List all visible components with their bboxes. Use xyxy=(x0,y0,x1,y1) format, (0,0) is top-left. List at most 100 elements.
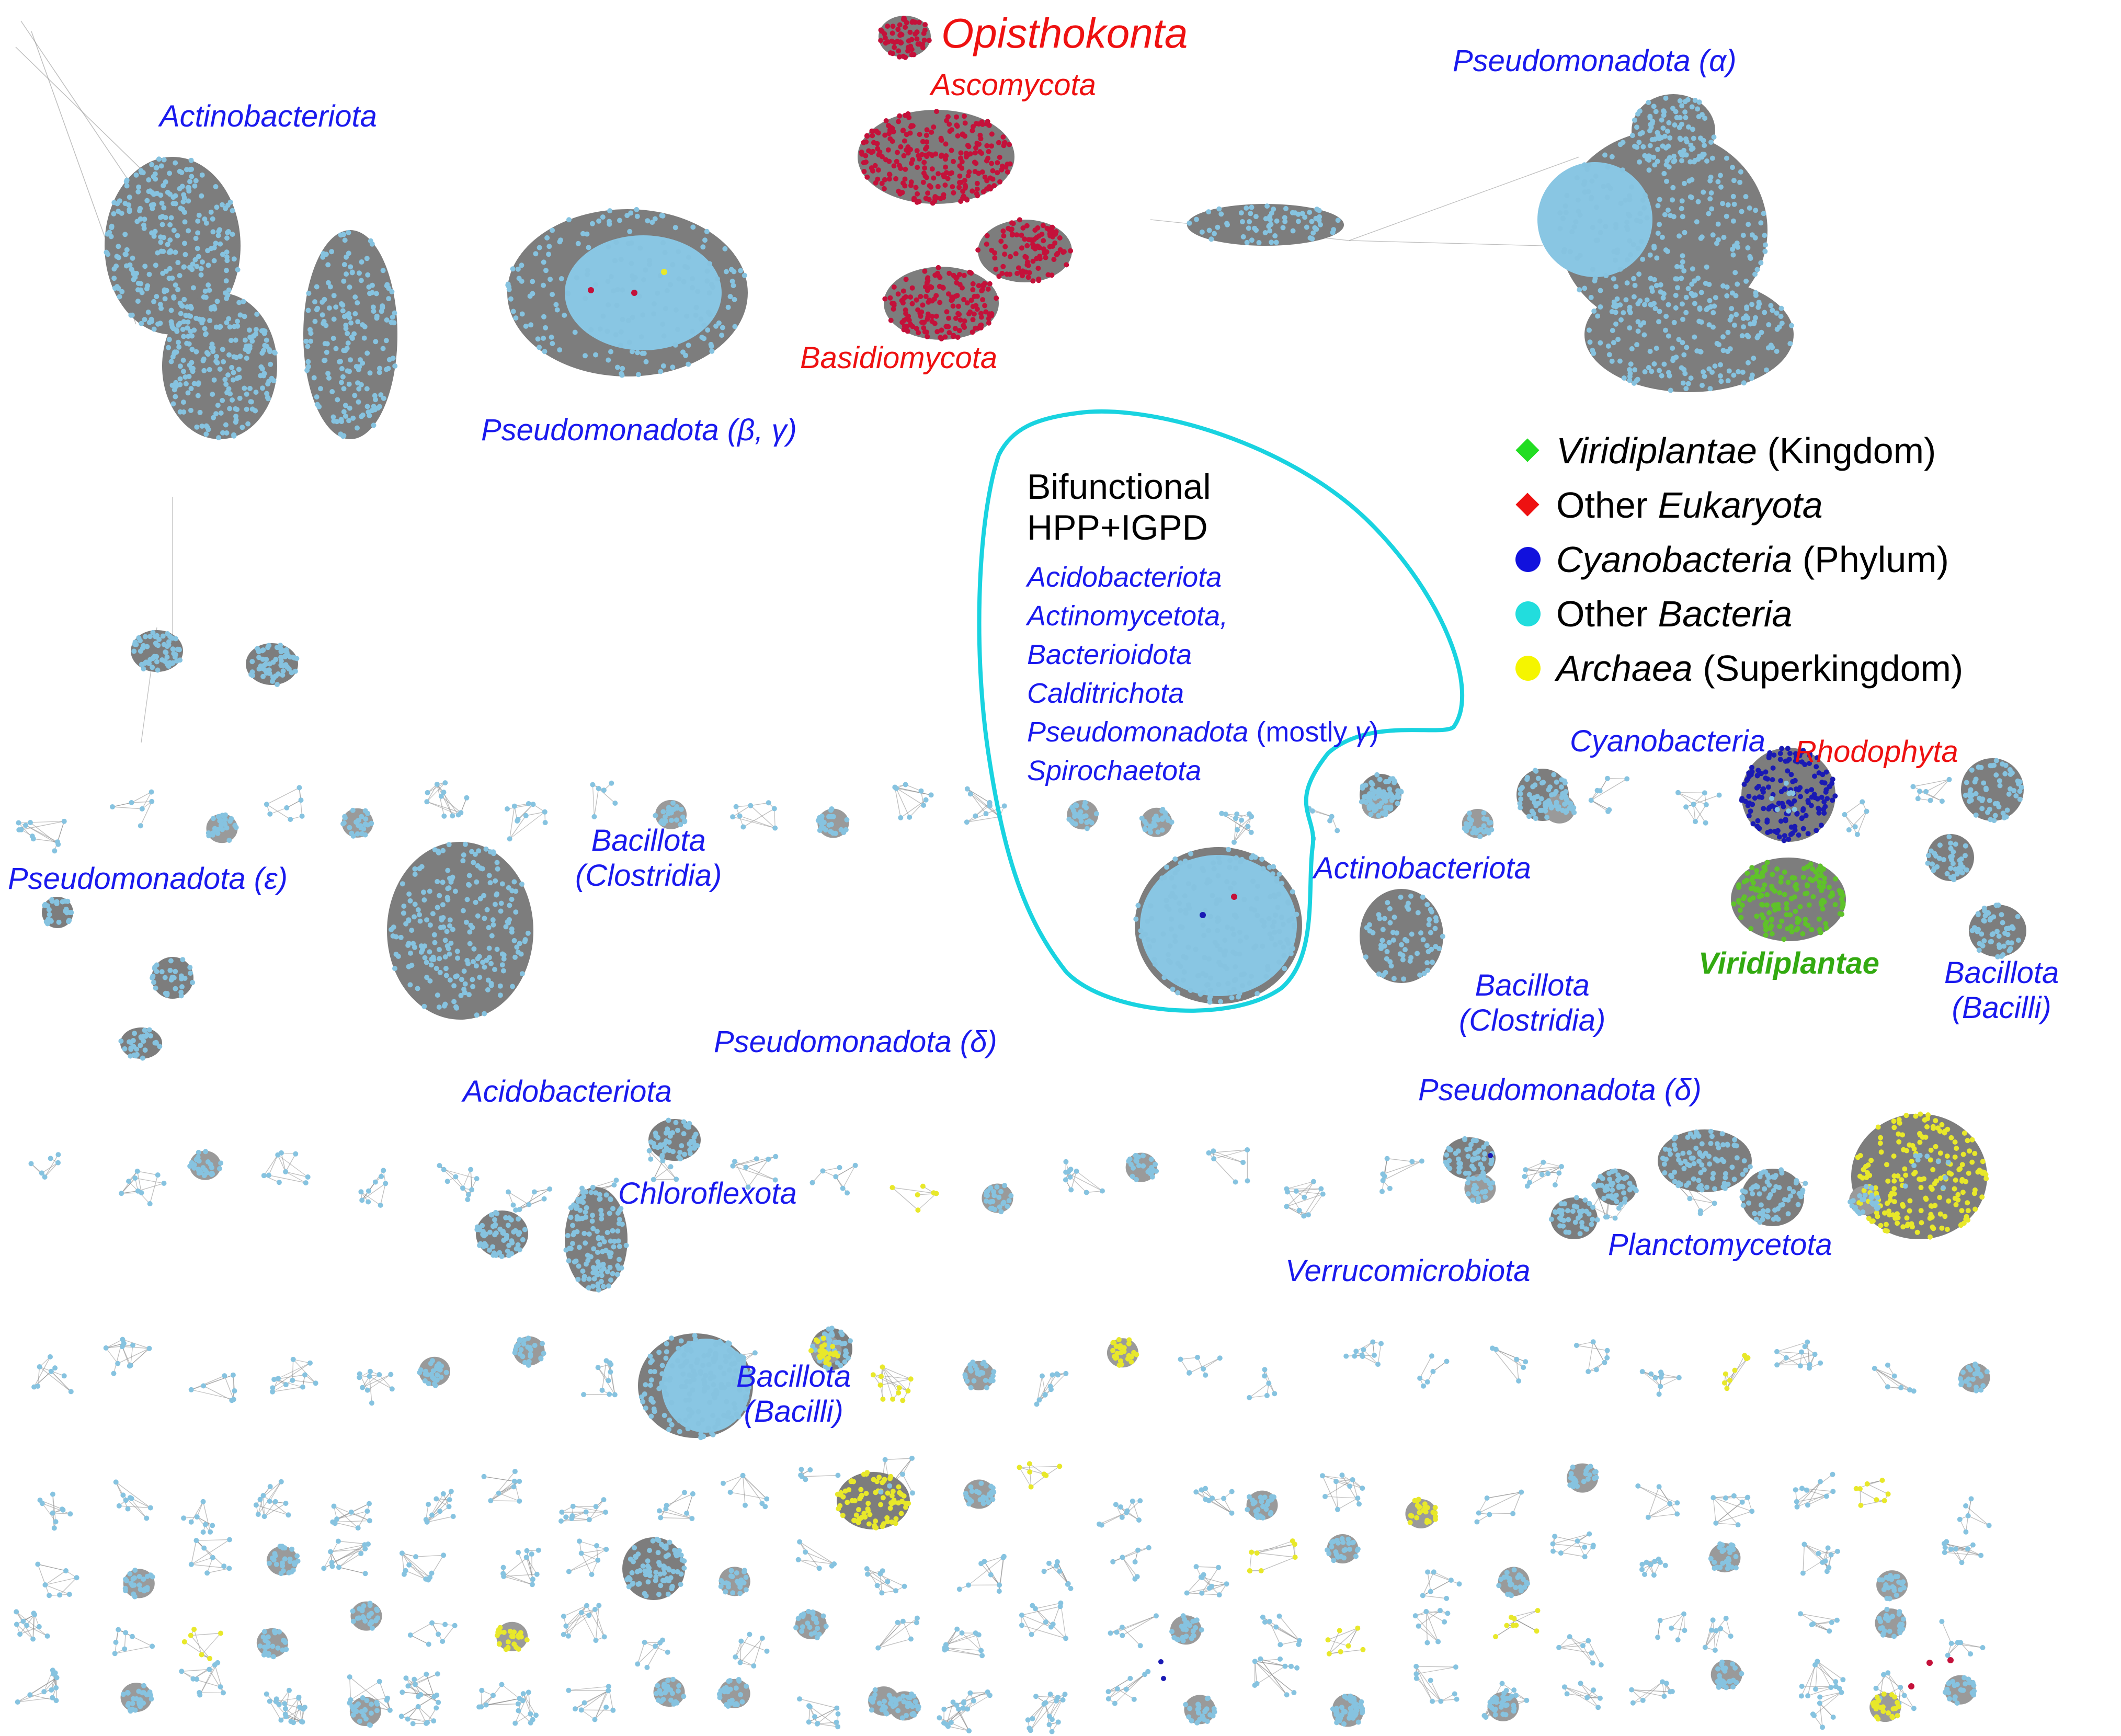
network-edge xyxy=(1383,1160,1422,1175)
network-edge xyxy=(21,820,64,830)
network-edge xyxy=(117,1348,150,1364)
network-edge xyxy=(594,788,599,817)
network-edge xyxy=(774,808,776,828)
network-edge xyxy=(1377,1343,1382,1365)
network-edge xyxy=(909,800,926,818)
network-edge xyxy=(660,1517,692,1519)
network-edge xyxy=(270,807,287,815)
network-edge xyxy=(1257,1540,1293,1554)
network-edge xyxy=(1426,1611,1428,1643)
network-edge xyxy=(1031,1475,1046,1488)
network-edge xyxy=(1348,1628,1358,1647)
network-edge xyxy=(1322,1475,1353,1480)
network-edge xyxy=(470,1169,472,1190)
network-edge xyxy=(1108,1674,1145,1699)
network-edge xyxy=(1336,1481,1338,1510)
network-edge xyxy=(33,838,58,842)
network-edge xyxy=(1213,1150,1244,1163)
network-edge xyxy=(1543,1162,1562,1167)
network-edge xyxy=(1803,1544,1805,1573)
network-edge xyxy=(1588,1342,1594,1372)
network-edge xyxy=(1257,1544,1295,1554)
network-edge xyxy=(1035,1603,1061,1609)
network-edge xyxy=(1328,1639,1349,1647)
network-edge xyxy=(1212,1498,1232,1514)
network-edge xyxy=(1883,1674,1901,1688)
network-edge xyxy=(1591,800,1609,812)
network-edge xyxy=(1213,1158,1236,1183)
network-edge xyxy=(579,1540,607,1550)
network-edge xyxy=(1203,1357,1221,1369)
network-edge xyxy=(742,1475,746,1505)
network-edge xyxy=(743,808,775,828)
network-edge xyxy=(877,1621,904,1648)
network-edge xyxy=(1716,1523,1738,1525)
network-edge xyxy=(1416,1666,1456,1674)
network-edge xyxy=(112,806,142,809)
network-edge xyxy=(592,784,595,817)
network-edge xyxy=(1349,240,1543,246)
network-edge xyxy=(1633,1682,1663,1704)
cluster-core xyxy=(1360,889,1443,983)
network-edge xyxy=(264,1503,286,1517)
network-edge xyxy=(1807,1495,1827,1505)
network-edge xyxy=(902,1458,913,1475)
network-edge xyxy=(1553,1533,1590,1545)
network-edge xyxy=(1197,1357,1206,1376)
network-edge xyxy=(1867,1483,1888,1494)
network-edge xyxy=(568,1549,607,1572)
network-edge xyxy=(57,821,65,842)
network-edge xyxy=(573,1506,606,1513)
network-edge xyxy=(1553,1550,1585,1557)
network-edge xyxy=(130,1345,133,1366)
network-edge xyxy=(490,1486,514,1501)
network-edge xyxy=(1031,1621,1046,1635)
network-edge xyxy=(338,1567,366,1574)
network-edge xyxy=(1776,1351,1815,1355)
network-edge xyxy=(880,1573,882,1593)
network-edge xyxy=(598,788,615,804)
network-edge xyxy=(338,1553,361,1568)
network-edge xyxy=(882,1367,884,1399)
network-edge xyxy=(281,1152,286,1172)
network-edge xyxy=(137,1171,158,1175)
network-edge xyxy=(191,1557,213,1565)
network-edge xyxy=(207,1568,230,1573)
network-edge xyxy=(1478,1491,1522,1514)
network-edge xyxy=(1044,1373,1066,1396)
network-edge xyxy=(802,1475,838,1477)
network-edge xyxy=(1661,1374,1679,1378)
network-edge xyxy=(1941,1621,1952,1644)
network-edge xyxy=(1329,1628,1358,1654)
network-edge xyxy=(900,800,926,818)
network-edge xyxy=(966,816,1000,823)
network-edge xyxy=(1196,1566,1219,1568)
network-edge xyxy=(945,1634,979,1645)
network-edge xyxy=(918,1193,937,1210)
network-edge xyxy=(39,1366,72,1392)
network-edge xyxy=(1433,1571,1452,1581)
network-edge xyxy=(106,1347,118,1364)
network-edge xyxy=(37,1564,50,1596)
network-edge xyxy=(568,1686,609,1691)
network-edge xyxy=(1416,1666,1456,1668)
network-edge xyxy=(1516,1359,1519,1381)
network-edge xyxy=(1325,1496,1358,1499)
network-edge xyxy=(501,1684,520,1699)
network-edge xyxy=(1419,1355,1432,1379)
network-edge xyxy=(131,801,152,803)
network-edge xyxy=(581,1553,592,1575)
network-edge xyxy=(1968,1515,1989,1526)
network-edge xyxy=(201,1633,221,1655)
network-edge xyxy=(285,1153,296,1172)
network-edge xyxy=(33,1356,51,1387)
network-edge xyxy=(1076,1171,1103,1192)
network-edge xyxy=(1887,1672,1905,1696)
network-edge xyxy=(410,1623,432,1636)
network-edge xyxy=(410,1635,429,1645)
network-edge xyxy=(408,1564,430,1578)
network-edge xyxy=(1685,794,1719,807)
network-edge xyxy=(1249,1552,1252,1571)
network-edge xyxy=(191,1540,197,1565)
